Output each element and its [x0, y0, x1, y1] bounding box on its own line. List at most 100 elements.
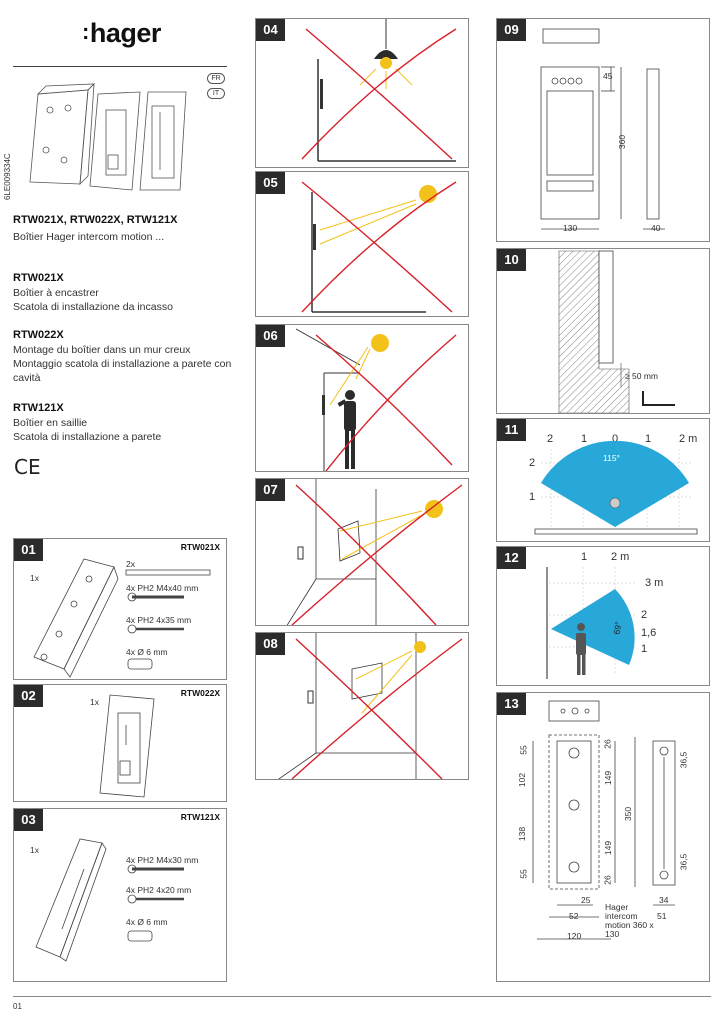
surface-box-drawing: [35, 838, 184, 962]
product-code: RTW121X: [180, 812, 220, 822]
panel-09: 09 45 360 130 40: [496, 18, 710, 242]
page-number: 01: [13, 1002, 22, 1011]
panel-07: 07: [255, 478, 469, 626]
strip-quantity: 2x: [126, 559, 135, 569]
dim-label: 25: [581, 895, 591, 905]
lang-fr-badge: FR: [207, 73, 225, 84]
axis-tick: 2: [641, 609, 648, 621]
dim-label: 102: [517, 772, 528, 788]
step-number: 04: [256, 19, 285, 41]
axis-tick: 1: [581, 551, 588, 563]
dim-label: 120: [567, 931, 582, 941]
axis-tick: 1: [641, 643, 648, 655]
screw-spec: 4x PH2 4x20 mm: [126, 885, 192, 895]
anchor-spec: 4x Ø 6 mm: [126, 917, 168, 927]
box-quantity: 1x: [30, 845, 39, 855]
item-desc-it: Scatola di installazione a parete: [13, 431, 162, 443]
item-code: RTW022X: [13, 329, 64, 341]
dim-label: 26: [602, 875, 613, 885]
axis-tick: 3 m: [645, 577, 664, 589]
lang-it-badge: IT: [207, 88, 225, 99]
dim-label: 36,5: [678, 751, 689, 769]
direct-sunlight-drawing: [301, 181, 457, 313]
axis-tick: 2 m: [679, 433, 698, 445]
step-number: 08: [256, 633, 285, 655]
box-quantity: 1x: [30, 573, 39, 583]
footer-divider: [13, 996, 711, 997]
dim-label: 149: [603, 770, 614, 786]
dim-label: 55: [518, 869, 529, 879]
clearance-label: ≥ 50 mm: [625, 371, 659, 381]
panel-03: 03 RTW121X 1x 4x PH2 M4x30 mm 4x PH2 4x2…: [13, 808, 227, 982]
dim-label: 360: [617, 134, 628, 150]
axis-tick: 1: [581, 433, 588, 445]
step-number: 05: [256, 172, 285, 194]
panel-05: 05: [255, 171, 469, 317]
window-sunlight-drawing: [286, 479, 463, 625]
dim-label: 138: [517, 826, 528, 842]
panel-06: 06: [255, 324, 469, 472]
vertical-detection-diagram: [546, 567, 635, 679]
step-number: 12: [497, 547, 526, 569]
hollow-wall-box-drawing: [99, 694, 155, 798]
step-number: 10: [497, 249, 526, 271]
step-number: 06: [256, 325, 285, 347]
panel-04: 04: [255, 18, 469, 168]
dim-label: 350: [623, 806, 634, 822]
step-number: 11: [497, 419, 526, 441]
dim-label: 34: [659, 895, 669, 905]
step-number: 03: [14, 809, 43, 831]
item-desc-it: Scatola di installazione da incasso: [13, 301, 173, 313]
ceiling-light-drawing: [301, 19, 457, 162]
panel-10: 10 ≥ 50 mm: [496, 248, 710, 414]
mounting-template-drawing: [532, 700, 676, 940]
product-code: RTW022X: [180, 688, 220, 698]
panel-02: 02 RTW022X 1x: [13, 684, 227, 802]
item-code: RTW021X: [13, 272, 64, 284]
angle-label: 115°: [603, 453, 620, 463]
item-desc-fr: Boîtier en saillie: [13, 417, 88, 429]
axis-tick: 0: [612, 433, 619, 445]
item-desc-it: Montaggio scatola di installazione a par…: [13, 358, 232, 384]
step-number: 02: [14, 685, 43, 707]
device-dimensions-drawing: [540, 28, 665, 230]
step-number: 01: [14, 539, 43, 561]
panel-12: 12 1 2 m 3 m 2 1,6 1 69°: [496, 546, 710, 686]
axis-tick: 2 m: [611, 551, 630, 563]
intro-title: RTW021X, RTW022X, RTW121X: [13, 214, 178, 226]
brand-logo: :hager: [82, 18, 161, 48]
dim-label: 149: [603, 840, 614, 856]
panel-08: 08: [255, 632, 469, 780]
panel-13: 13 55 102 138 55 26 149 350 149 26 25 52…: [496, 692, 710, 982]
item-desc-fr: Montage du boîtier dans un mur creux: [13, 344, 191, 356]
header-divider: [13, 66, 227, 67]
box-quantity: 1x: [90, 697, 99, 707]
template-label: Hager intercom motion 360 x 130: [605, 902, 654, 939]
horizontal-detection-diagram: [534, 440, 698, 535]
item-code: RTW121X: [13, 402, 64, 414]
step-number: 07: [256, 479, 285, 501]
axis-tick: 2: [547, 433, 554, 445]
product-code: RTW021X: [180, 542, 220, 552]
step-number: 13: [497, 693, 526, 715]
ce-mark: CE: [14, 455, 41, 479]
dim-label: 40: [651, 223, 661, 233]
dim-label: 36,5: [678, 853, 689, 871]
axis-tick: 1,6: [641, 627, 657, 639]
panel-11: 11 2 1 0 1 2 m 2 1 115°: [496, 418, 710, 542]
dim-label: 51: [657, 911, 667, 921]
intro-subtitle: Boîtier Hager intercom motion ...: [13, 231, 165, 243]
anchor-spec: 4x Ø 6 mm: [126, 647, 168, 657]
dim-label: 45: [603, 71, 613, 81]
dim-label: 55: [518, 745, 529, 755]
axis-tick: 2: [529, 457, 536, 469]
screw-spec: 4x PH2 M4x40 mm: [126, 583, 199, 593]
open-door-sunlight-drawing: [295, 328, 457, 471]
dim-label: 52: [569, 911, 579, 921]
panel-01: 01 RTW021X 1x 2x 4x PH2 M4x40 mm 4x PH2 …: [13, 538, 227, 680]
step-number: 09: [497, 19, 526, 41]
dim-label: 130: [563, 223, 578, 233]
screw-spec: 4x PH2 M4x30 mm: [126, 855, 199, 865]
item-desc-fr: Boîtier à encastrer: [13, 287, 99, 299]
